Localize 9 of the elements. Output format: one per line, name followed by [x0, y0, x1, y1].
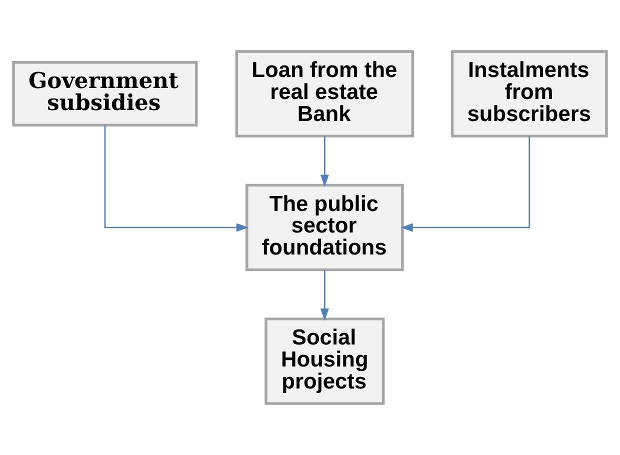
- node-box: Loan from the real estate Bank: [235, 50, 414, 138]
- node-box: The public sector foundations: [246, 184, 404, 272]
- node-box: Government subsidies: [12, 61, 198, 127]
- arrow: [400, 136, 530, 232]
- arrow: [320, 136, 329, 188]
- arrow: [104, 125, 249, 232]
- arrow: [320, 270, 329, 321]
- node-box: Instalments from subscribers: [450, 50, 608, 138]
- node-box: Social Housing projects: [264, 318, 385, 405]
